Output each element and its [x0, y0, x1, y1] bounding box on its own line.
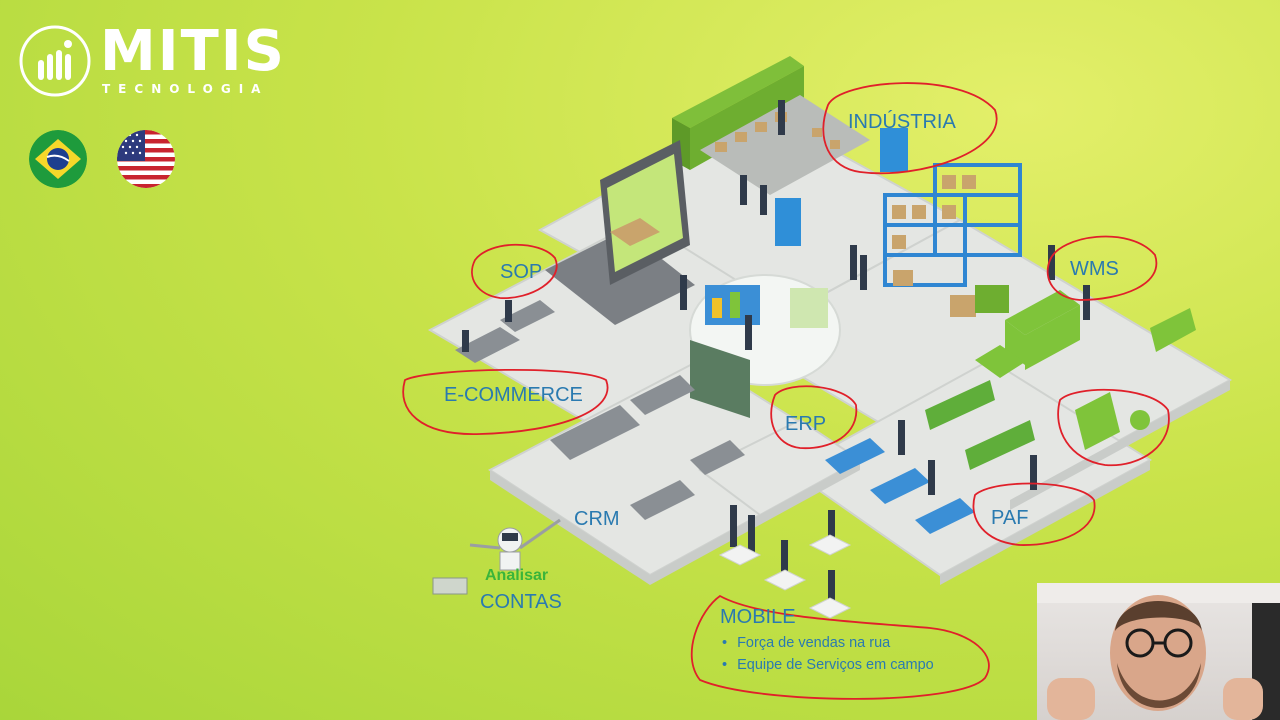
module-label-wms[interactable]: WMS [1070, 258, 1119, 280]
floor-tile-edges [490, 380, 1230, 585]
brazil-flag-icon[interactable] [29, 130, 87, 188]
mitis-logo-icon [19, 25, 91, 97]
usa-flag-icon[interactable] [117, 130, 175, 188]
forklift-icon [975, 285, 1009, 313]
factory-machine [672, 56, 908, 246]
checkout-counters [825, 438, 975, 534]
mobile-bullet-item: Força de vendas na rua [722, 632, 934, 654]
mobile-bullet-list: Força de vendas na rua Equipe de Serviço… [722, 632, 934, 676]
webcam-overlay [1037, 583, 1280, 720]
office-desks [455, 300, 745, 520]
module-label-paf[interactable]: PAF [991, 507, 1029, 529]
mobile-bullet-item: Equipe de Serviços em campo [722, 654, 934, 676]
erp-dashboard [689, 274, 841, 418]
floor-tiles [427, 108, 1233, 577]
module-label-ecommerce[interactable]: E-COMMERCE [444, 384, 583, 406]
presenter-video-icon [1037, 583, 1280, 720]
people [462, 100, 1090, 612]
module-label-industria[interactable]: INDÚSTRIA [848, 111, 956, 133]
laptop-icon [545, 140, 695, 325]
truck-icon [975, 290, 1196, 450]
warehouse-boxes [892, 175, 976, 317]
analisar-label: Analisar [485, 567, 549, 584]
brand-subtitle: TECNOLOGIA [102, 82, 269, 96]
warehouse-racks [883, 163, 1022, 287]
module-label-erp[interactable]: ERP [785, 413, 827, 435]
robot-icon [469, 518, 561, 571]
module-label-crm[interactable]: CRM [574, 508, 620, 530]
cash-stack-icon [432, 577, 468, 595]
shop-shelves [925, 380, 1035, 470]
module-label-contas[interactable]: CONTAS [480, 591, 562, 613]
module-label-sop[interactable]: SOP [500, 261, 543, 283]
brand-name: MITIS [100, 19, 286, 84]
scooter-icon [1130, 410, 1150, 430]
module-label-mobile[interactable]: MOBILE [720, 606, 796, 628]
